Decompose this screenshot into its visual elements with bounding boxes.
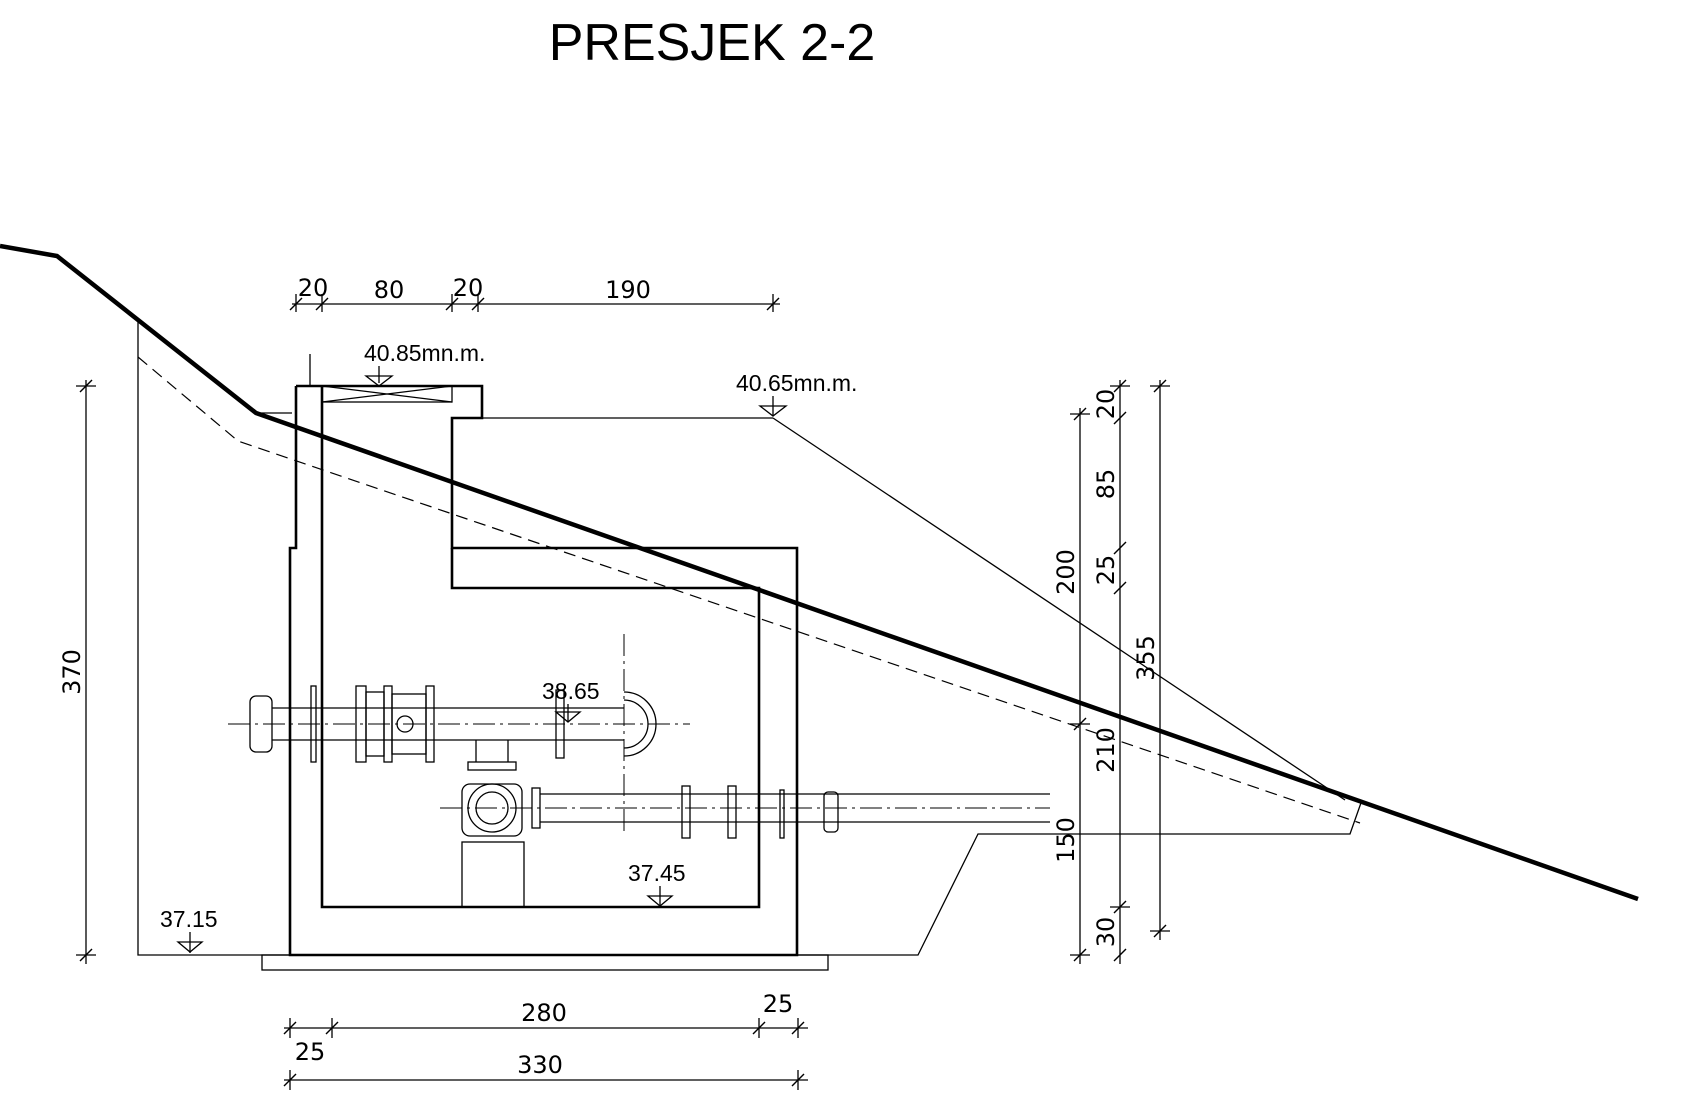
dim-label: 190 bbox=[605, 276, 651, 304]
level-pipe-axis: 38.65 bbox=[542, 678, 600, 723]
dim-label: 25 bbox=[763, 990, 794, 1018]
right-dim2-tick bbox=[1113, 411, 1127, 425]
right-dimension-column-2: 20 85 25 30 bbox=[1092, 379, 1130, 964]
level-foundation: 37.15 bbox=[160, 906, 218, 953]
level-marker-icon bbox=[646, 895, 674, 907]
dim-label: 330 bbox=[517, 1051, 563, 1079]
lower-pipe bbox=[440, 785, 1050, 839]
level-pipe-axis-label: 38.65 bbox=[542, 678, 600, 704]
level-marker-icon bbox=[364, 375, 394, 387]
level-foundation-label: 37.15 bbox=[160, 906, 218, 932]
pipe-bend bbox=[623, 691, 657, 757]
hatch-cross-b bbox=[321, 385, 453, 403]
dim-label: 370 bbox=[58, 649, 86, 695]
right-dim2-tick bbox=[1113, 581, 1127, 595]
level-top-shaft-label: 40.85mn.m. bbox=[364, 340, 485, 366]
dim-label: 150 bbox=[1052, 817, 1080, 863]
level-top-shaft: 40.85mn.m. bbox=[364, 340, 485, 387]
lower-flange-3 bbox=[727, 785, 737, 839]
pipe-socket-left bbox=[249, 695, 273, 753]
flange-4 bbox=[425, 685, 435, 763]
blinding-layer bbox=[261, 954, 829, 971]
terrain-line bbox=[0, 243, 1639, 902]
dim-label: 25 bbox=[1092, 555, 1120, 586]
dim-label: 210 bbox=[1092, 727, 1120, 773]
dim-label: 355 bbox=[1132, 635, 1160, 681]
level-marker-icon bbox=[176, 941, 204, 953]
dim-label: 80 bbox=[374, 276, 405, 304]
pipe-support-block bbox=[461, 841, 525, 908]
right-dimension-column-3: 355 bbox=[1132, 379, 1170, 940]
excavation-outline bbox=[137, 322, 1363, 956]
hatch-cover bbox=[321, 385, 453, 403]
dim-label: 280 bbox=[521, 999, 567, 1027]
level-top-right-label: 40.65mn.m. bbox=[736, 370, 857, 396]
right-dim2-tick bbox=[1113, 541, 1127, 555]
dim-label: 30 bbox=[1092, 917, 1120, 948]
dim-label: 20 bbox=[298, 274, 329, 302]
valve-spindle-icon bbox=[396, 715, 414, 733]
excavation-line bbox=[137, 356, 1361, 824]
tee-fitting bbox=[461, 740, 525, 908]
upper-pipe bbox=[228, 634, 690, 836]
lower-flange-4 bbox=[779, 789, 785, 839]
flange-5 bbox=[555, 689, 565, 759]
structure-inner-wall bbox=[320, 386, 761, 909]
level-inner-floor-label: 37.45 bbox=[628, 860, 686, 886]
level-inner-floor: 37.45 bbox=[628, 860, 686, 907]
slope-line bbox=[772, 417, 1346, 801]
dim-label: 20 bbox=[1092, 389, 1120, 420]
dim-label: 20 bbox=[453, 274, 484, 302]
tee-flange bbox=[467, 761, 517, 771]
level-top-right: 40.65mn.m. bbox=[736, 370, 857, 417]
left-height-dimension: 370 bbox=[58, 379, 96, 964]
drawing-title: PRESJEK 2-2 bbox=[549, 14, 876, 72]
lower-socket bbox=[823, 791, 839, 833]
left-dim-tick bbox=[79, 379, 93, 393]
bottom-dimensions: 280 25 25 330 bbox=[283, 990, 808, 1090]
level-marker-icon bbox=[758, 405, 788, 417]
right-dim2-tick bbox=[1113, 948, 1127, 962]
lower-flange-2 bbox=[681, 785, 691, 839]
dim-label: 200 bbox=[1052, 549, 1080, 595]
level-marker-icon bbox=[554, 711, 582, 723]
flange-1 bbox=[310, 685, 317, 763]
top-dimension-chain: 20 80 20 190 bbox=[289, 274, 780, 312]
lower-flange-1 bbox=[531, 787, 541, 829]
dim-label: 85 bbox=[1092, 469, 1120, 500]
left-dim-tick bbox=[79, 948, 93, 962]
pipe-bend-inner bbox=[623, 699, 649, 749]
dim-label: 25 bbox=[295, 1038, 326, 1066]
right-dimension-column-1: 200 210 150 bbox=[1052, 407, 1120, 964]
structure-outer-wall bbox=[288, 384, 799, 957]
gate-valve-body bbox=[461, 783, 523, 837]
